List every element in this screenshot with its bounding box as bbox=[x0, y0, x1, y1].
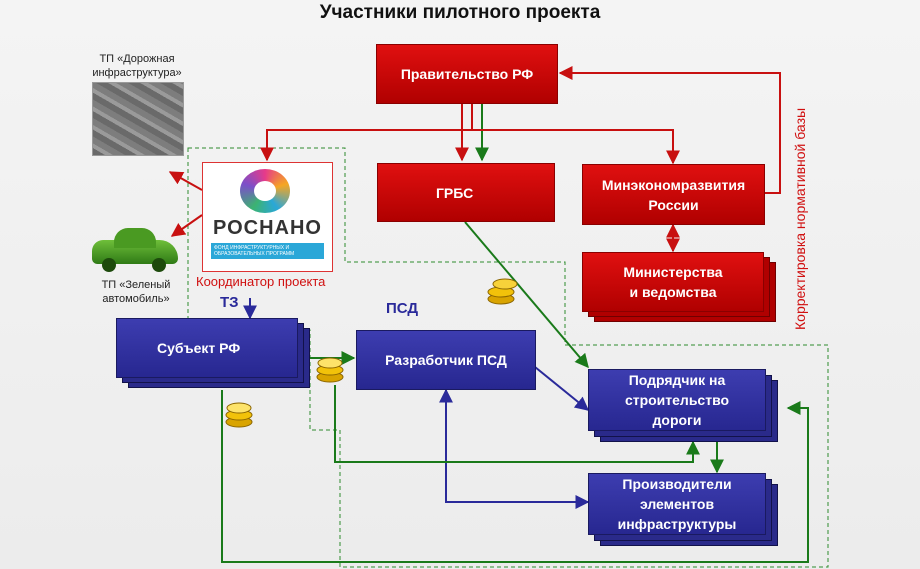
node-grbs: ГРБС bbox=[377, 163, 555, 222]
rosnano-subtitle: ФОНД ИНФРАСТРУКТУРНЫХ И ОБРАЗОВАТЕЛЬНЫХ … bbox=[211, 243, 324, 259]
node-subject-label: Субъект РФ bbox=[157, 340, 241, 356]
arrow-grbs-contractor bbox=[464, 221, 589, 369]
node-government: Правительство РФ bbox=[376, 44, 558, 104]
rosnano-name: РОСНАНО bbox=[213, 217, 322, 239]
tp-green-label: ТП «Зеленый автомобиль» bbox=[101, 279, 171, 305]
arrow-subject-contractor bbox=[334, 385, 700, 463]
arrow-gov-branch bbox=[260, 104, 473, 162]
node-grbs-label: ГРБС bbox=[436, 184, 474, 201]
node-mineconomy: Минэкономразвития России bbox=[582, 164, 765, 225]
node-subject: Субъект РФ bbox=[116, 318, 298, 378]
rosnano-logo: РОСНАНО ФОНД ИНФРАСТРУКТУРНЫХ И ОБРАЗОВА… bbox=[202, 162, 333, 272]
tz-label: ТЗ bbox=[220, 294, 239, 311]
coordinator-label: Координатор проекта bbox=[196, 274, 326, 289]
tp-road-label: ТП «Дорожная инфраструктура» bbox=[92, 53, 182, 79]
road-interchange-photo bbox=[92, 82, 184, 156]
regulatory-correction-label: Корректировка нормативной базы bbox=[792, 107, 808, 330]
arrow-rosnano-tp-road bbox=[168, 171, 203, 191]
coins-icon bbox=[225, 402, 253, 428]
psd-label: ПСД bbox=[386, 300, 419, 317]
node-ministries: Министерства и ведомства bbox=[582, 252, 764, 312]
pilot-scope-outline bbox=[187, 147, 829, 568]
coins-icon bbox=[487, 278, 518, 305]
arrow-developer-producers bbox=[439, 388, 590, 509]
node-developer: Разработчик ПСД bbox=[356, 330, 536, 390]
arrow-developer-contractor bbox=[534, 366, 590, 411]
arrow-gov-mineconomy bbox=[472, 129, 680, 165]
coins-icon bbox=[316, 357, 344, 383]
page-title: Участники пилотного проекта bbox=[319, 2, 601, 23]
node-producers: Производители элементов инфраструктуры bbox=[588, 473, 766, 535]
green-car-photo bbox=[88, 218, 184, 276]
node-contractor: Подрядчик на строительство дороги bbox=[588, 369, 766, 431]
arrow-subject-contractor-loop bbox=[221, 390, 809, 563]
arrow-regulatory-feedback bbox=[558, 66, 781, 194]
arrow-rosnano-tp-green bbox=[170, 214, 203, 237]
